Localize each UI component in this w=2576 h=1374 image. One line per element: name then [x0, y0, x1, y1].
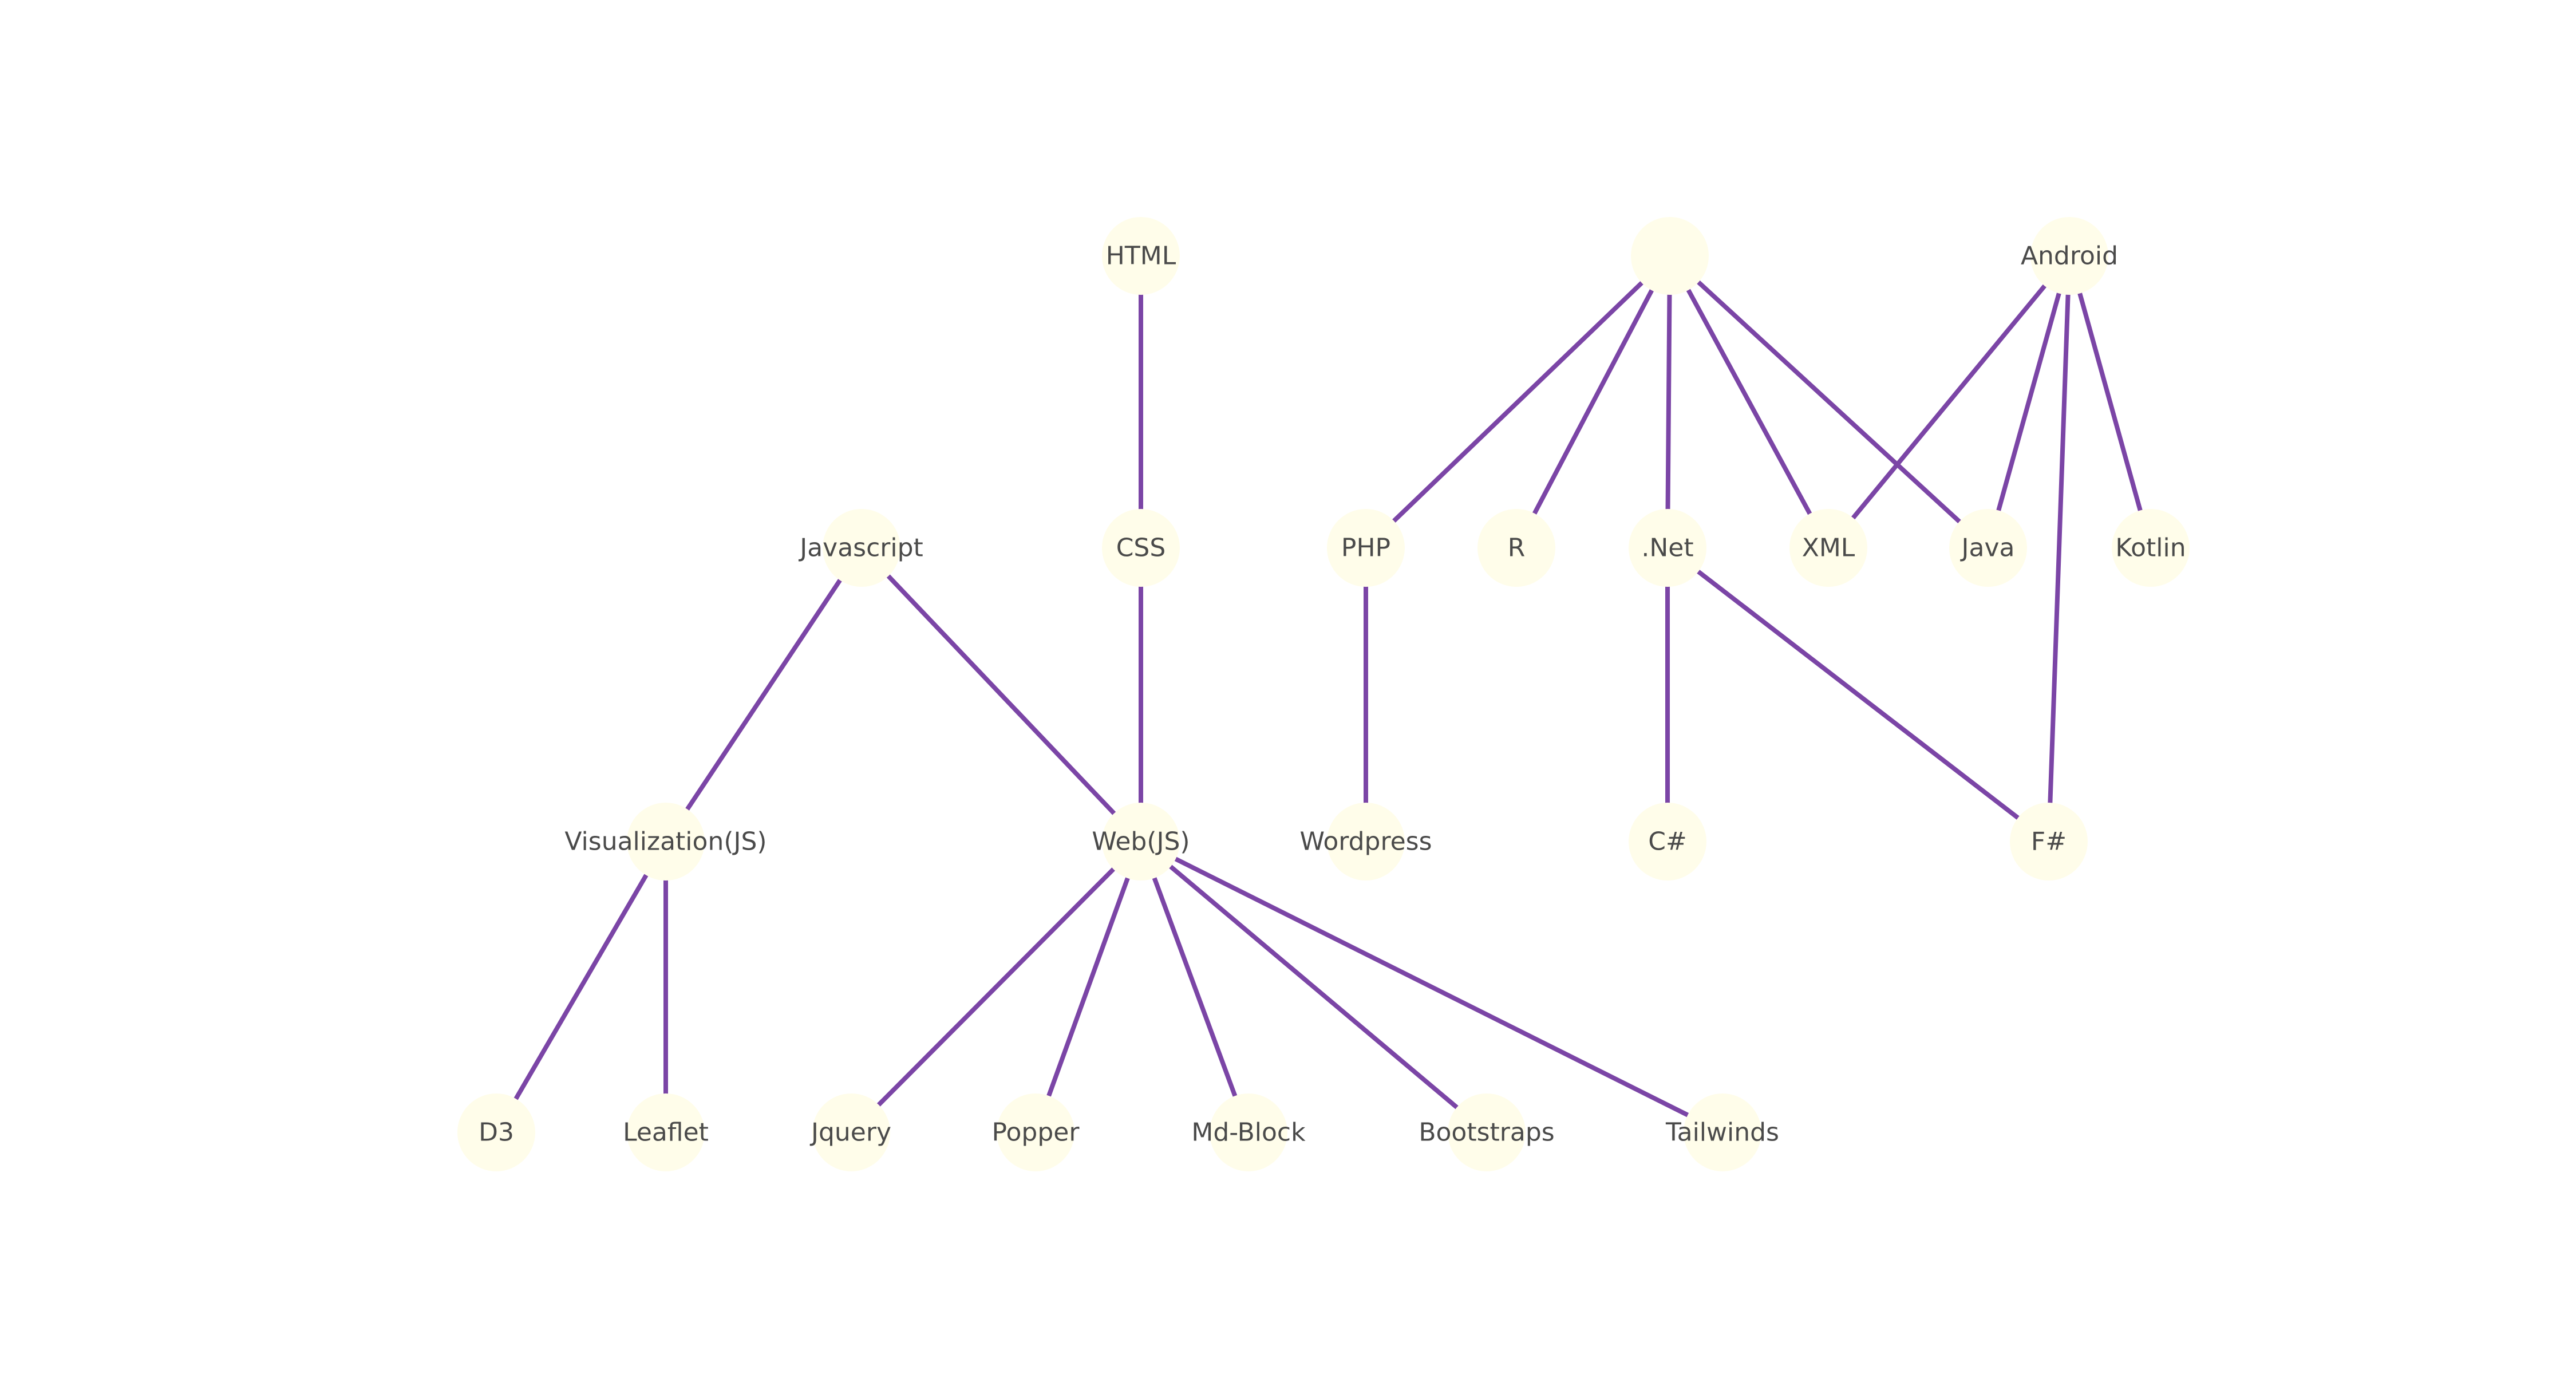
node-jquery: Jquery [809, 1093, 891, 1171]
node-net: .Net [1629, 509, 1706, 587]
node-circle-r [1477, 509, 1555, 587]
node-label-php: PHP [1341, 534, 1390, 563]
node-xml: XML [1789, 509, 1867, 587]
node-java: Java [1949, 509, 2027, 587]
edge-android-fsharp [2046, 254, 2072, 844]
node-label-xml: XML [1802, 534, 1855, 563]
node-label-wordpress: Wordpress [1299, 827, 1432, 856]
node-label-android: Android [2021, 242, 2118, 271]
node-csharp: C# [1629, 803, 1706, 881]
node-label-javascript: Javascript [798, 534, 923, 563]
node-web: Web(JS) [1092, 803, 1190, 881]
edge-javascript-web [859, 546, 1143, 844]
node-root [1631, 217, 1709, 295]
node-kotlin: Kotlin [2112, 509, 2190, 587]
node-label-visualization: Visualization(JS) [564, 827, 767, 856]
node-mdblock: Md-Block [1191, 1093, 1306, 1171]
node-circle-popper [997, 1093, 1074, 1171]
node-tailwinds: Tailwinds [1665, 1093, 1779, 1171]
node-circle-javascript [823, 509, 900, 587]
node-circle-css [1102, 509, 1180, 587]
edge-root-java [1668, 254, 1990, 550]
node-circle-jquery [812, 1093, 890, 1171]
node-label-r: R [1508, 534, 1526, 563]
node-circle-html [1102, 217, 1180, 295]
edges-layer [494, 254, 2153, 1135]
node-label-mdblock: Md-Block [1191, 1118, 1306, 1147]
edge-web-bootstraps [1139, 839, 1489, 1135]
node-label-java: Java [1960, 534, 2015, 563]
node-label-d3: D3 [479, 1118, 514, 1147]
node-circle-visualization [627, 803, 705, 881]
node-label-css: CSS [1116, 534, 1166, 563]
node-circle-root [1631, 217, 1709, 295]
node-circle-web [1102, 803, 1180, 881]
edge-web-jquery [849, 839, 1143, 1135]
node-circle-wordpress [1327, 803, 1405, 881]
node-circle-kotlin [2112, 509, 2190, 587]
node-leaflet: Leaflet [623, 1093, 709, 1171]
edge-root-php [1364, 254, 1672, 550]
edge-root-r [1514, 254, 1672, 550]
node-r: R [1477, 509, 1555, 587]
node-circle-bootstraps [1448, 1093, 1526, 1171]
node-popper: Popper [992, 1093, 1080, 1171]
node-circle-net [1629, 509, 1706, 587]
node-circle-leaflet [627, 1093, 705, 1171]
node-circle-php [1327, 509, 1405, 587]
node-label-popper: Popper [992, 1118, 1080, 1147]
node-visualization: Visualization(JS) [564, 803, 767, 881]
node-label-fsharp: F# [2031, 827, 2067, 856]
edge-root-xml [1668, 254, 1831, 550]
node-circle-xml [1789, 509, 1867, 587]
edge-root-net [1665, 254, 1672, 550]
edge-android-xml [1826, 254, 2072, 550]
node-circle-mdblock [1210, 1093, 1287, 1171]
edge-javascript-visualization [663, 546, 864, 844]
node-bootstraps: Bootstraps [1419, 1093, 1555, 1171]
edge-visualization-d3 [494, 839, 668, 1135]
node-circle-fsharp [2010, 803, 2088, 881]
edge-web-popper [1033, 839, 1143, 1135]
node-php: PHP [1327, 509, 1405, 587]
node-label-kotlin: Kotlin [2115, 534, 2186, 563]
node-label-web: Web(JS) [1092, 827, 1190, 856]
edge-net-fsharp [1665, 546, 2051, 844]
node-label-csharp: C# [1648, 827, 1687, 856]
edge-web-tailwinds [1139, 839, 1725, 1135]
node-label-html: HTML [1106, 242, 1176, 271]
node-label-tailwinds: Tailwinds [1665, 1118, 1779, 1147]
node-css: CSS [1102, 509, 1180, 587]
node-d3: D3 [457, 1093, 535, 1171]
node-circle-d3 [457, 1093, 535, 1171]
node-label-bootstraps: Bootstraps [1419, 1118, 1554, 1147]
node-label-net: .Net [1641, 534, 1693, 563]
edge-android-java [1986, 254, 2072, 550]
node-html: HTML [1102, 217, 1180, 295]
node-android: Android [2021, 217, 2118, 295]
node-circle-android [2030, 217, 2108, 295]
node-label-leaflet: Leaflet [623, 1118, 709, 1147]
node-fsharp: F# [2010, 803, 2088, 881]
edge-android-kotlin [2067, 254, 2153, 550]
node-circle-tailwinds [1684, 1093, 1761, 1171]
node-circle-java [1949, 509, 2027, 587]
edge-web-mdblock [1139, 839, 1251, 1135]
node-label-jquery: Jquery [809, 1118, 891, 1147]
node-circle-csharp [1629, 803, 1706, 881]
node-javascript: Javascript [798, 509, 923, 587]
node-wordpress: Wordpress [1299, 803, 1432, 881]
